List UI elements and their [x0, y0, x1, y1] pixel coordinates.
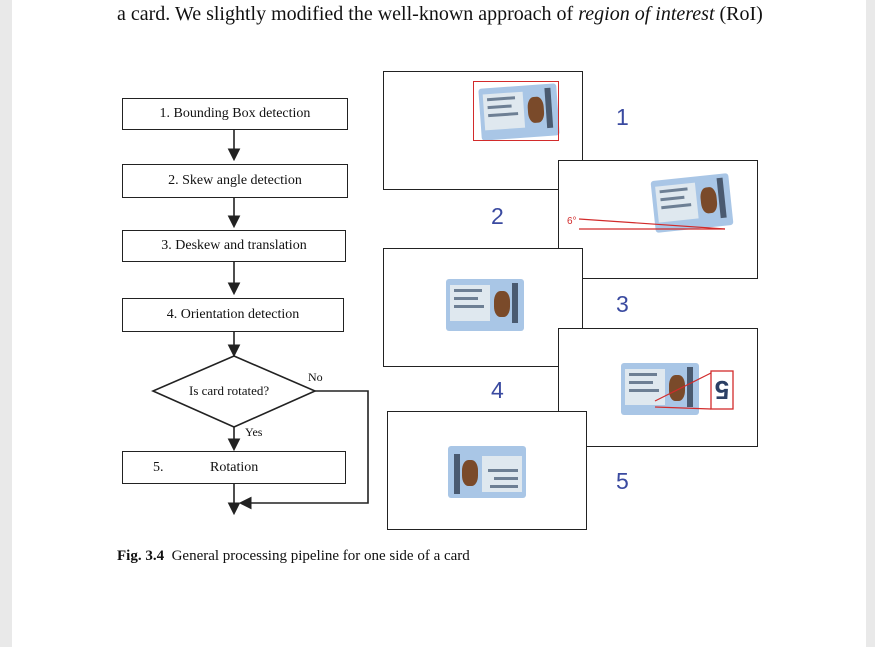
panel-number-2: 2	[491, 203, 504, 229]
flow-step-label: 3. Deskew and translation	[161, 238, 307, 253]
panel-number-5: 5	[616, 468, 629, 494]
panel-4-frame: 5	[558, 328, 758, 447]
panel-3-frame	[383, 248, 583, 367]
flow-step-rotation: 5. Rotation	[122, 451, 346, 484]
id-card-image	[446, 279, 524, 331]
body-text-line: a card. We slightly modified the well-kn…	[117, 0, 763, 28]
panel-number-1: 1	[616, 104, 629, 130]
flowchart-connectors	[151, 130, 369, 516]
caption-label: Fig. 3.4	[117, 548, 165, 564]
body-text-end: (RoI)	[714, 3, 763, 25]
panel-5-frame	[387, 411, 587, 530]
id-card-image	[621, 363, 699, 415]
orientation-marker: 5	[654, 370, 734, 410]
caption-text: General processing pipeline for one side…	[171, 548, 470, 564]
flow-step-label: Rotation	[210, 459, 259, 475]
flow-step-number: 5.	[153, 459, 164, 475]
skew-angle-lines	[578, 218, 726, 230]
id-card-image-rotated	[448, 446, 526, 498]
flow-step-bounding-box: 1. Bounding Box detection	[122, 98, 348, 130]
flow-step-label: 4. Orientation detection	[166, 307, 300, 322]
panel-1-frame	[383, 71, 583, 190]
flow-step-label: 1. Bounding Box detection	[159, 106, 311, 121]
panel-number-3: 3	[616, 291, 629, 317]
page: a card. We slightly modified the well-kn…	[12, 0, 866, 647]
flow-step-skew-angle: 2. Skew angle detection	[122, 164, 348, 198]
flow-step-label: 2. Skew angle detection	[168, 173, 302, 188]
svg-text:5: 5	[715, 375, 729, 405]
no-branch-label: No	[308, 370, 323, 384]
decision-label: Is card rotated?	[189, 383, 270, 398]
figure-caption: Fig. 3.4 General processing pipeline for…	[117, 548, 470, 565]
body-text: a card. We slightly modified the well-kn…	[117, 3, 579, 25]
yes-branch-label: Yes	[245, 425, 263, 439]
panel-number-4: 4	[491, 377, 504, 403]
bounding-box-overlay	[473, 81, 559, 141]
flow-step-deskew: 3. Deskew and translation	[122, 230, 346, 262]
flow-step-orientation: 4. Orientation detection	[122, 298, 344, 332]
panel-2-frame: 6°	[558, 160, 758, 279]
body-text-italic: region of interest	[578, 3, 715, 25]
skew-angle-label: 6°	[567, 216, 577, 227]
